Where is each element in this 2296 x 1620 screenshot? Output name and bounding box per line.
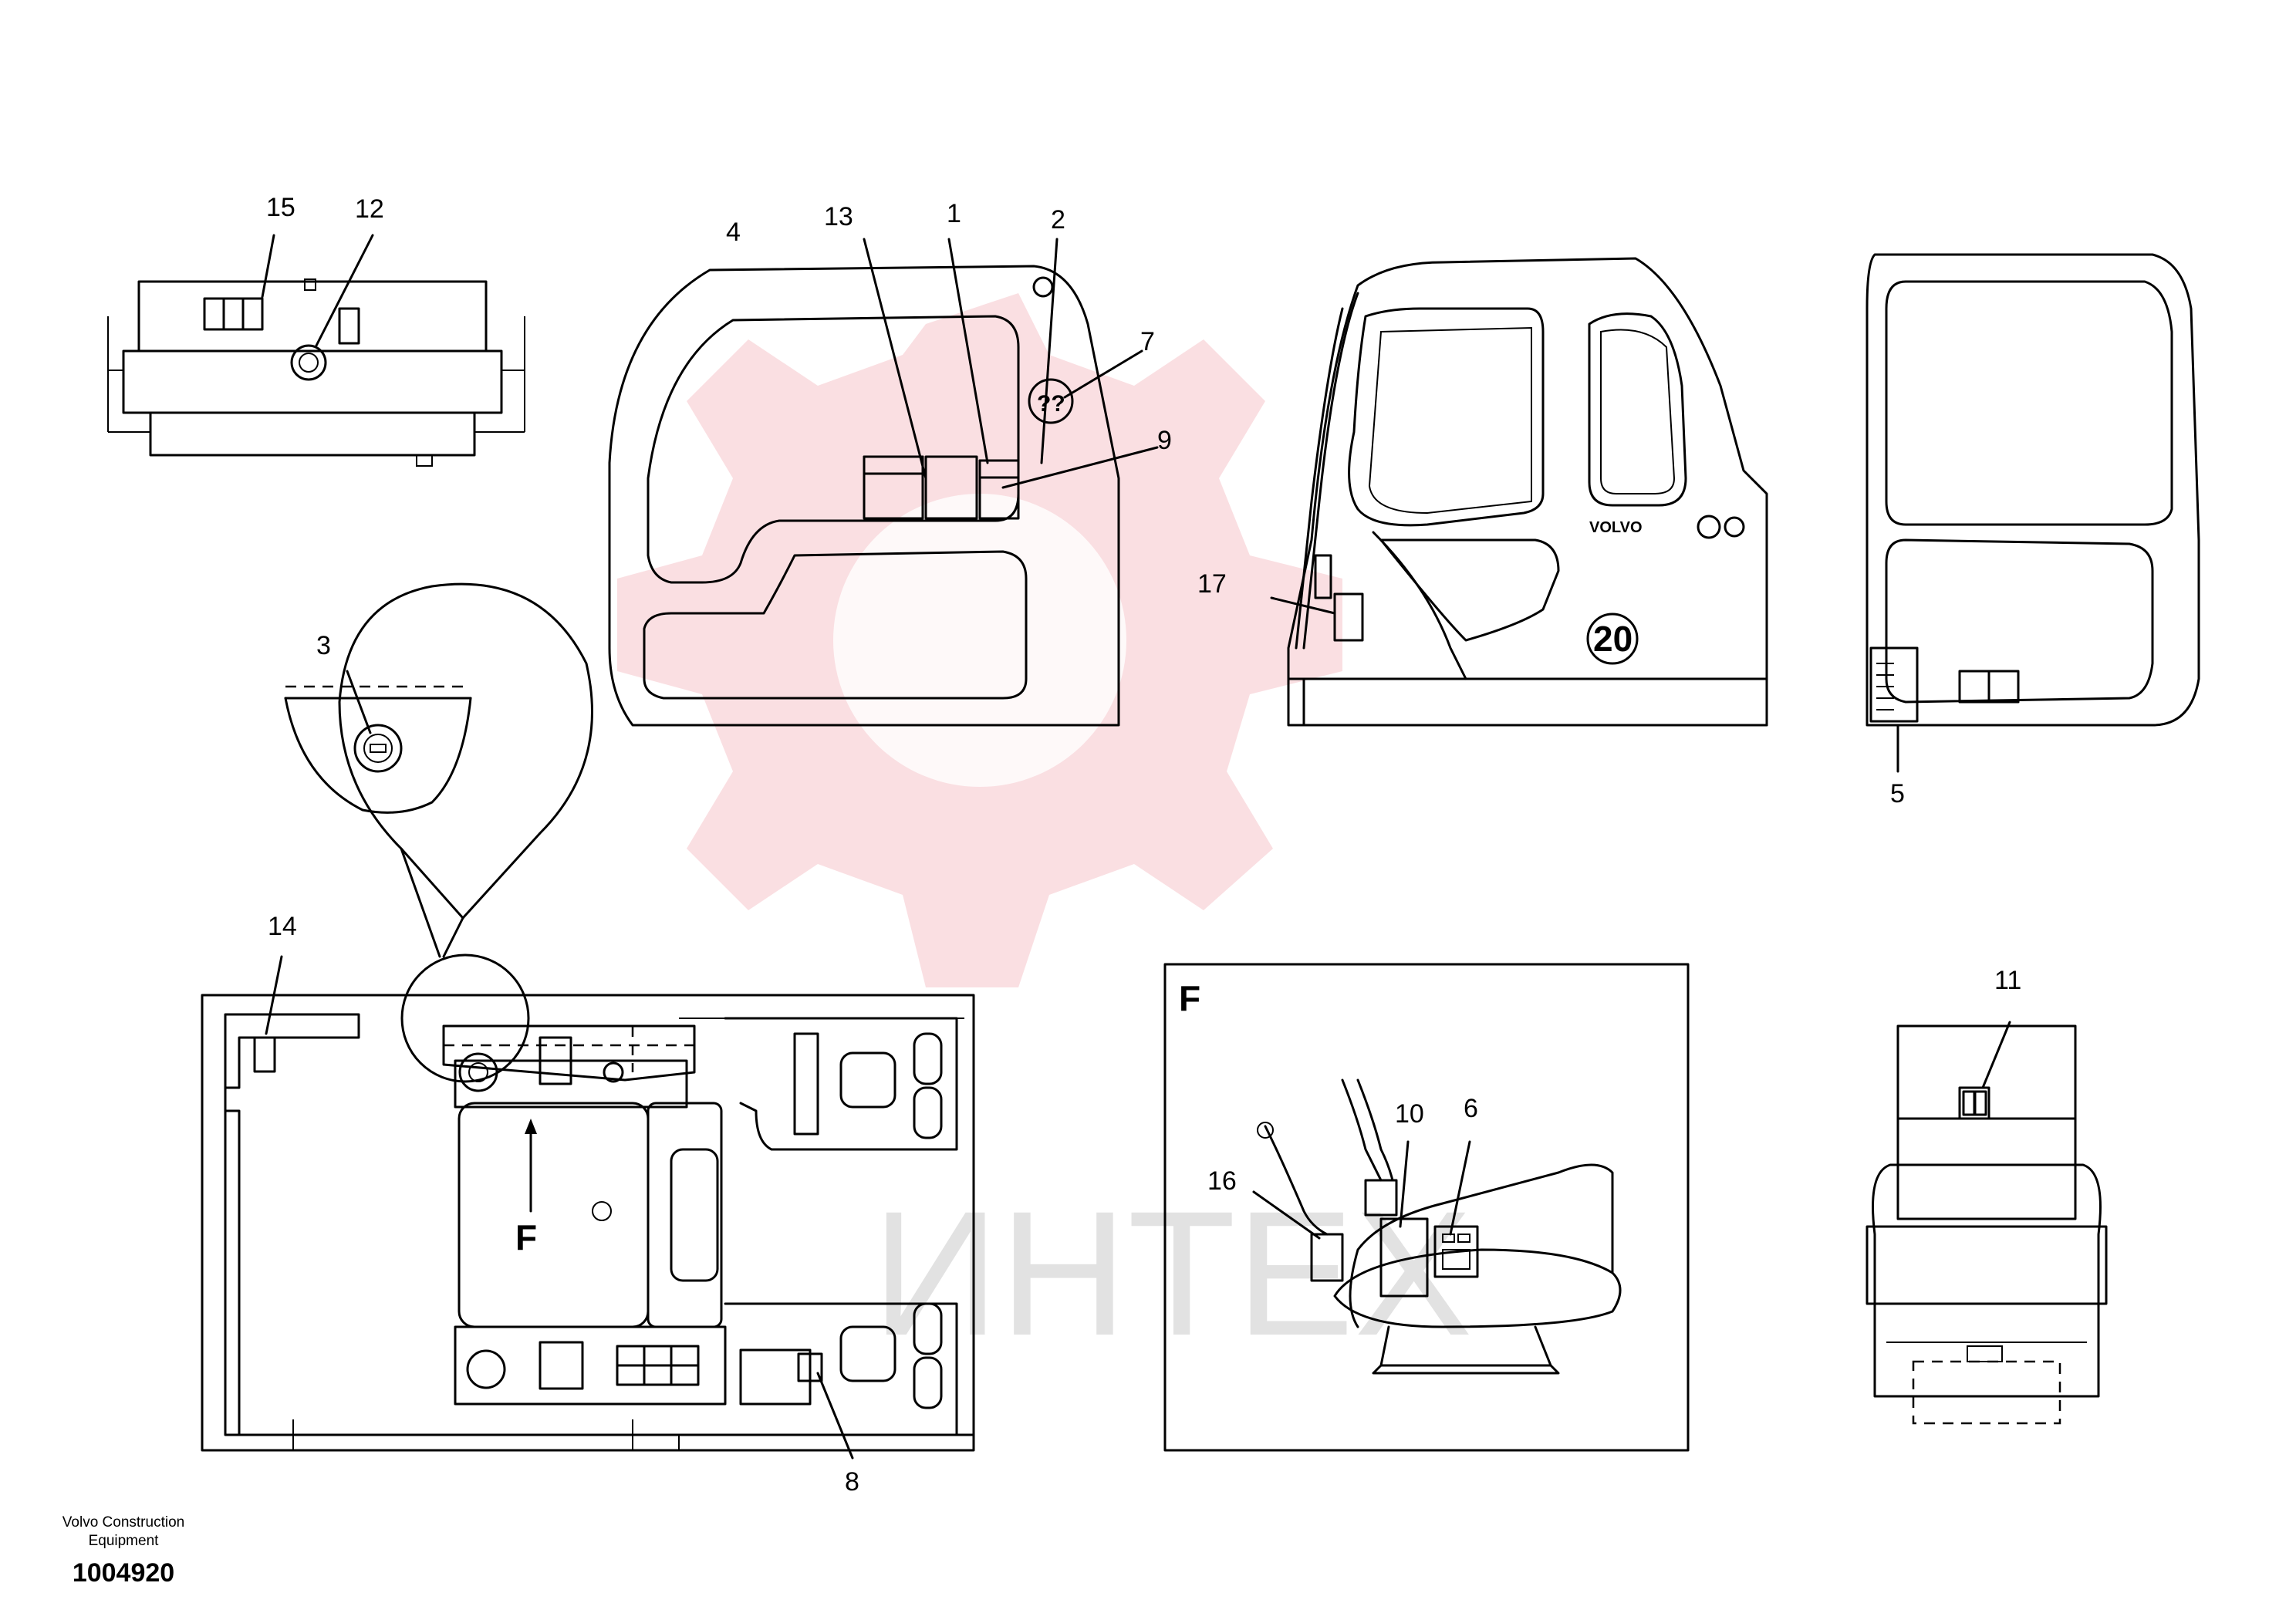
callout-12: 12 bbox=[355, 194, 384, 224]
callout-10: 10 bbox=[1395, 1099, 1424, 1129]
callout-8: 8 bbox=[845, 1467, 859, 1497]
company-line-2: Equipment bbox=[88, 1533, 159, 1549]
company-line-1: Volvo Construction bbox=[62, 1514, 185, 1531]
drawing-number: 1004920 bbox=[72, 1558, 175, 1588]
svg-text:??: ?? bbox=[1037, 391, 1065, 417]
seat-rear-view bbox=[1866, 1024, 2108, 1425]
watermark-logo: ИНТЕХ bbox=[617, 293, 1473, 1372]
dash-panel-view bbox=[107, 278, 525, 467]
callout-6: 6 bbox=[1464, 1094, 1478, 1123]
cab-decal-20: 20 bbox=[1593, 619, 1633, 659]
view-arrow-f-label: F bbox=[515, 1217, 537, 1257]
callout-1: 1 bbox=[947, 199, 961, 228]
callout-numbers: 1 2 3 4 5 6 7 8 9 10 11 12 13 14 15 16 1… bbox=[266, 193, 2021, 1497]
callout-16: 16 bbox=[1207, 1166, 1237, 1196]
cab-floor-plan bbox=[201, 847, 975, 1452]
callout-11: 11 bbox=[1994, 966, 2021, 995]
callout-5: 5 bbox=[1890, 779, 1905, 808]
cab-side-view: VOLVO 20 bbox=[1287, 257, 1768, 727]
detail-f-view bbox=[1163, 963, 1690, 1452]
detail-f-label: F bbox=[1179, 978, 1200, 1018]
callout-13: 13 bbox=[824, 202, 853, 231]
key-switch-detail bbox=[284, 582, 593, 920]
callout-3: 3 bbox=[316, 631, 331, 660]
cab-rear-view: ?? bbox=[608, 265, 1120, 727]
watermark-text: ИНТЕХ bbox=[872, 1174, 1473, 1372]
callout-2: 2 bbox=[1051, 205, 1065, 235]
callout-15: 15 bbox=[266, 193, 295, 222]
callout-4: 4 bbox=[726, 218, 741, 247]
cab-brand-marking: VOLVO bbox=[1589, 519, 1643, 536]
callout-14: 14 bbox=[268, 912, 297, 941]
drawing-footer: Volvo Construction Equipment 1004920 bbox=[31, 1514, 216, 1588]
rear-window-view bbox=[1866, 253, 2200, 727]
callout-17: 17 bbox=[1197, 569, 1227, 599]
callout-7: 7 bbox=[1140, 327, 1155, 356]
callout-9: 9 bbox=[1157, 426, 1172, 455]
leader-lines bbox=[261, 234, 2011, 1460]
